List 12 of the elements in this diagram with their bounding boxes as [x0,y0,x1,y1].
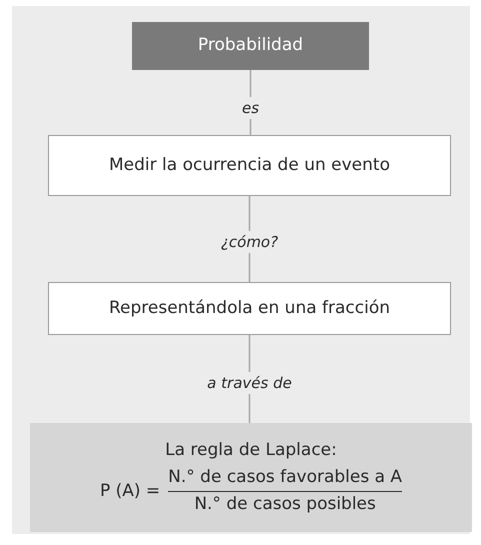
node-text: Representándola en una fracción [108,298,390,320]
fraction-numerator: N.° de casos favorables a A [168,467,402,489]
fraction-denominator: N.° de casos posibles [194,494,376,515]
node-text: Probabilidad [198,35,304,57]
rule-title: La regla de Laplace: [165,440,337,462]
node-text: Medir la ocurrencia de un evento [109,154,390,176]
process-box [48,282,451,335]
title-box [132,22,369,70]
process-box [48,135,451,196]
formula-box [30,423,472,532]
formula-lhs: P (A) = [100,480,160,502]
connector-line [250,70,252,135]
